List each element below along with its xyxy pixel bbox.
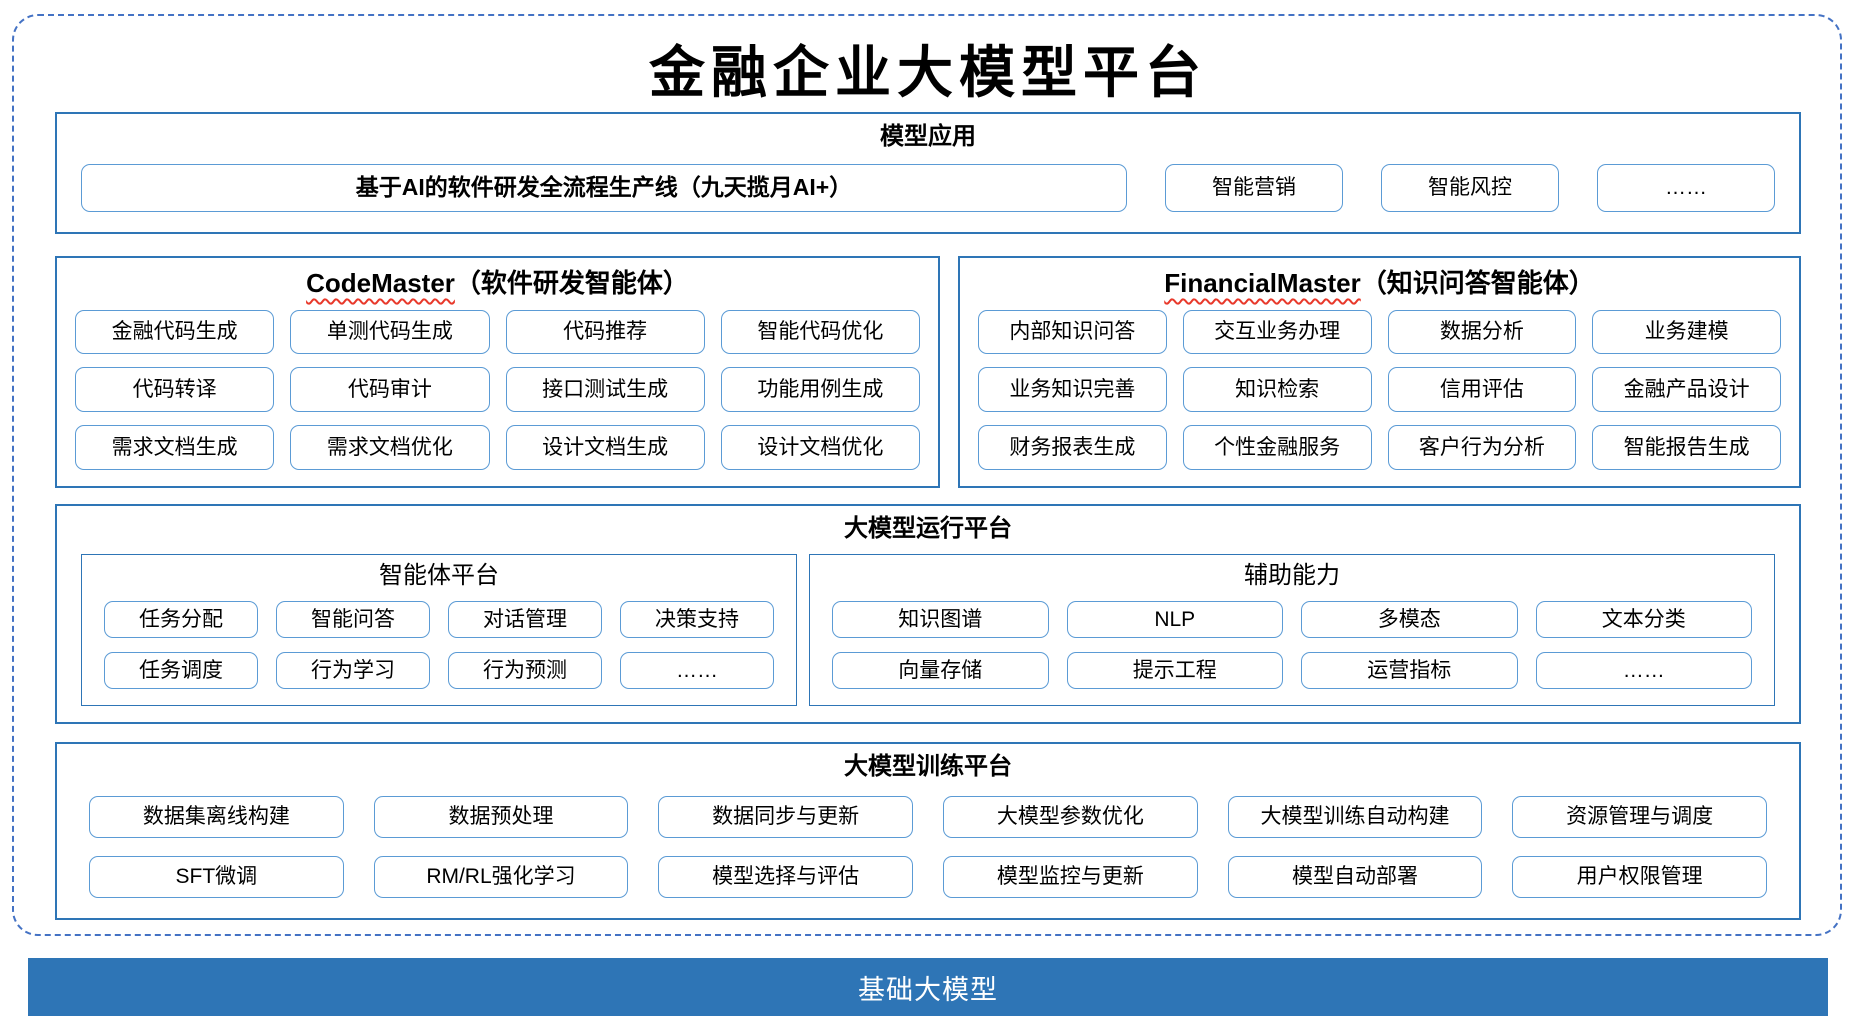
agent-platform-item: 任务分配 bbox=[104, 601, 258, 638]
codemaster-item: 代码审计 bbox=[290, 367, 490, 413]
financialmaster-item: 智能报告生成 bbox=[1592, 425, 1781, 470]
app-item: …… bbox=[1597, 164, 1775, 212]
training-item: RM/RL强化学习 bbox=[373, 856, 629, 898]
aux-capability-item: 提示工程 bbox=[1066, 652, 1283, 689]
financialmaster-item: 知识检索 bbox=[1182, 367, 1372, 413]
codemaster-item: 设计文档优化 bbox=[720, 425, 920, 470]
financialmaster-item: 信用评估 bbox=[1387, 367, 1577, 413]
codemaster-item: 接口测试生成 bbox=[505, 367, 705, 413]
base-model-bar: 基础大模型 bbox=[28, 958, 1828, 1016]
app-item: 智能风控 bbox=[1381, 164, 1559, 212]
financialmaster-item: 业务建模 bbox=[1592, 309, 1781, 355]
agent-box-financialmaster: FinancialMaster（知识问答智能体） 内部知识问答交互业务办理数据分… bbox=[958, 256, 1801, 488]
agent-platform-item: 决策支持 bbox=[620, 601, 774, 638]
agent-platform-grid: 任务分配智能问答对话管理决策支持任务调度行为学习行为预测 …… bbox=[104, 601, 774, 689]
training-item: 用户权限管理 bbox=[1512, 856, 1767, 898]
training-item: 数据集离线构建 bbox=[89, 796, 344, 838]
aux-capability-item: …… bbox=[1535, 652, 1752, 689]
codemaster-name-zh: （软件研发智能体） bbox=[454, 268, 689, 298]
agent-platform-item: 行为预测 bbox=[448, 652, 602, 689]
model-app-items-row: 基于AI的软件研发全流程生产线（九天揽月AI+） 智能营销智能风控 …… bbox=[81, 164, 1775, 212]
codemaster-title: CodeMaster（软件研发智能体） bbox=[57, 258, 938, 300]
training-item: 模型自动部署 bbox=[1227, 856, 1483, 898]
financialmaster-grid: 内部知识问答交互业务办理数据分析业务建模业务知识完善知识检索信用评估金融产品设计… bbox=[978, 309, 1781, 470]
financialmaster-item: 财务报表生成 bbox=[978, 425, 1167, 470]
runtime-groups-row: 智能体平台 任务分配智能问答对话管理决策支持任务调度行为学习行为预测 …… 辅助能… bbox=[81, 554, 1775, 706]
training-item: 模型选择与评估 bbox=[658, 856, 913, 898]
codemaster-item: 金融代码生成 bbox=[75, 309, 275, 355]
aux-capability-item: 运营指标 bbox=[1301, 652, 1518, 689]
financialmaster-name-zh: （知识问答智能体） bbox=[1360, 268, 1595, 298]
codemaster-item: 代码推荐 bbox=[505, 309, 705, 355]
base-model-label: 基础大模型 bbox=[858, 974, 998, 1005]
section-runtime-platform: 大模型运行平台 智能体平台 任务分配智能问答对话管理决策支持任务调度行为学习行为… bbox=[55, 504, 1801, 724]
aux-capability-item: 知识图谱 bbox=[832, 601, 1049, 638]
training-platform-header: 大模型训练平台 bbox=[844, 753, 1012, 780]
group-agent-platform: 智能体平台 任务分配智能问答对话管理决策支持任务调度行为学习行为预测 …… bbox=[81, 554, 797, 706]
training-item: 数据同步与更新 bbox=[658, 796, 913, 838]
training-item: 大模型参数优化 bbox=[943, 796, 1198, 838]
training-item: SFT微调 bbox=[89, 856, 344, 898]
codemaster-item: 需求文档优化 bbox=[290, 425, 490, 470]
codemaster-name-en: CodeMaster bbox=[306, 268, 455, 298]
financialmaster-item: 金融产品设计 bbox=[1592, 367, 1781, 413]
aux-capability-item: 文本分类 bbox=[1535, 601, 1752, 638]
agent-platform-header: 智能体平台 bbox=[379, 562, 499, 589]
app-item: 智能营销 bbox=[1165, 164, 1343, 212]
runtime-platform-header: 大模型运行平台 bbox=[844, 515, 1012, 542]
codemaster-item: 代码转译 bbox=[75, 367, 275, 413]
model-app-header: 模型应用 bbox=[880, 123, 976, 150]
aux-capability-item: 向量存储 bbox=[832, 652, 1049, 689]
financialmaster-item: 内部知识问答 bbox=[978, 309, 1167, 355]
financialmaster-item: 客户行为分析 bbox=[1387, 425, 1577, 470]
agent-platform-item: 任务调度 bbox=[104, 652, 258, 689]
agent-platform-item: 行为学习 bbox=[276, 652, 430, 689]
training-grid: 数据集离线构建数据预处理数据同步与更新大模型参数优化大模型训练自动构建资源管理与… bbox=[89, 796, 1767, 898]
codemaster-grid: 金融代码生成单测代码生成代码推荐智能代码优化代码转译代码审计接口测试生成功能用例… bbox=[75, 309, 920, 470]
agent-platform-item: 对话管理 bbox=[448, 601, 602, 638]
aux-capability-header: 辅助能力 bbox=[1244, 562, 1340, 589]
financialmaster-item: 数据分析 bbox=[1387, 309, 1577, 355]
agent-platform-item: …… bbox=[620, 652, 774, 689]
codemaster-item: 功能用例生成 bbox=[720, 367, 920, 413]
section-model-app: 模型应用 基于AI的软件研发全流程生产线（九天揽月AI+） 智能营销智能风控 …… bbox=[55, 112, 1801, 234]
training-item: 大模型训练自动构建 bbox=[1227, 796, 1483, 838]
financialmaster-title: FinancialMaster（知识问答智能体） bbox=[960, 258, 1799, 300]
agents-row: CodeMaster（软件研发智能体） 金融代码生成单测代码生成代码推荐智能代码… bbox=[55, 256, 1801, 488]
group-aux-capability: 辅助能力 知识图谱 NLP 多模态文本分类向量存储提示工程运营指标 …… bbox=[809, 554, 1775, 706]
codemaster-item: 智能代码优化 bbox=[720, 309, 920, 355]
aux-capability-item: 多模态 bbox=[1301, 601, 1518, 638]
pipeline-item: 基于AI的软件研发全流程生产线（九天揽月AI+） bbox=[81, 164, 1127, 212]
financialmaster-item: 交互业务办理 bbox=[1182, 309, 1372, 355]
agent-box-codemaster: CodeMaster（软件研发智能体） 金融代码生成单测代码生成代码推荐智能代码… bbox=[55, 256, 940, 488]
agent-platform-item: 智能问答 bbox=[276, 601, 430, 638]
training-item: 模型监控与更新 bbox=[943, 856, 1198, 898]
financialmaster-name-en: FinancialMaster bbox=[1164, 268, 1361, 298]
training-item: 资源管理与调度 bbox=[1512, 796, 1767, 838]
page-title: 金融企业大模型平台 bbox=[649, 40, 1207, 106]
training-item: 数据预处理 bbox=[373, 796, 629, 838]
codemaster-item: 单测代码生成 bbox=[290, 309, 490, 355]
financialmaster-item: 个性金融服务 bbox=[1182, 425, 1372, 470]
codemaster-item: 需求文档生成 bbox=[75, 425, 275, 470]
financialmaster-item: 业务知识完善 bbox=[978, 367, 1167, 413]
codemaster-item: 设计文档生成 bbox=[505, 425, 705, 470]
aux-capability-grid: 知识图谱 NLP 多模态文本分类向量存储提示工程运营指标 …… bbox=[832, 601, 1752, 689]
aux-capability-item: NLP bbox=[1066, 601, 1283, 638]
section-training-platform: 大模型训练平台 数据集离线构建数据预处理数据同步与更新大模型参数优化大模型训练自… bbox=[55, 742, 1801, 920]
